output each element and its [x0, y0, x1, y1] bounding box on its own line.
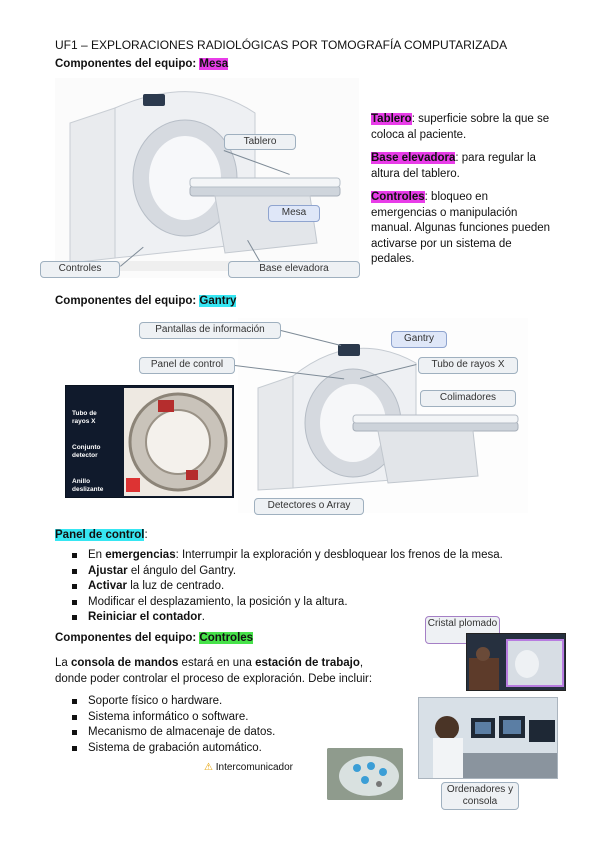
list-item: Sistema de grabación automático. [55, 741, 375, 757]
mesa-descriptions: Tablero: superficie sobre la que se colo… [371, 112, 551, 268]
label-anillo-deslizante: Anillo deslizante [72, 478, 104, 493]
list-item: Activar la luz de centrado. [55, 579, 575, 595]
consola-line-2: donde poder controlar el proceso de expl… [55, 672, 373, 685]
workstation-photo [418, 697, 558, 779]
intercom-text: Intercomunicador [215, 762, 294, 773]
desc-term: Base elevadora [371, 152, 456, 164]
section-heading-controles: Componentes del equipo: Controles [55, 632, 254, 644]
section-heading-gantry: Componentes del equipo: Gantry [55, 295, 237, 307]
section-heading-mesa: Componentes del equipo: Mesa [55, 58, 229, 70]
callout-tubo-rayos-x: Tubo de rayos X [418, 357, 518, 374]
control-room-photo [466, 633, 566, 691]
panel-list: En emergencias: Interrumpir la exploraci… [55, 548, 575, 626]
panel-heading-suffix: : [144, 529, 148, 541]
callout-ordenadores-consola: Ordenadores y consola [441, 782, 519, 810]
page-title: UF1 – EXPLORACIONES RADIOLÓGICAS POR TOM… [55, 38, 508, 52]
panel-heading: Panel de control: [55, 529, 148, 541]
list-item: Sistema informático o software. [55, 710, 375, 726]
desc-term: Tablero [371, 113, 412, 125]
section-tag-gantry: Gantry [199, 295, 237, 307]
desc-text: : bloqueo en emergencias o manipulación … [371, 191, 551, 265]
warning-icon: ⚠ [204, 762, 213, 773]
list-item: Reiniciar el contador. [55, 610, 575, 626]
ct-table-image [55, 78, 359, 278]
section-heading-prefix: Componentes del equipo: [55, 295, 200, 307]
desc-controles: Controles: bloqueo en emergencias o mani… [371, 190, 551, 268]
list-item: Modificar el desplazamiento, la posición… [55, 595, 575, 611]
desc-term: Controles [371, 191, 425, 203]
consola-line-1: La consola de mandos estará en una estac… [55, 657, 364, 669]
list-item: Mecanismo de almacenaje de datos. [55, 725, 375, 741]
desc-text: : para regular la altura del tablero. [371, 152, 536, 180]
callout-base-elevadora: Base elevadora [228, 261, 360, 278]
consola-paragraph: La consola de mandos estará en una estac… [55, 656, 400, 687]
ct-gantry-image [238, 318, 528, 513]
section-heading-prefix: Componentes del equipo: [55, 58, 200, 70]
list-item: En emergencias: Interrumpir la exploraci… [55, 548, 575, 564]
callout-gantry: Gantry [391, 331, 447, 348]
callout-colimadores: Colimadores [420, 390, 516, 407]
panel-heading-tag: Panel de control [55, 529, 145, 541]
callout-panel-control: Panel de control [139, 357, 235, 374]
callout-mesa: Mesa [268, 205, 320, 222]
section-tag-controles: Controles [199, 632, 254, 644]
intercom-label: ⚠ Intercomunicador [204, 762, 293, 773]
section-tag-mesa: Mesa [199, 58, 229, 70]
callout-tablero: Tablero [224, 134, 296, 150]
callout-controles: Controles [40, 261, 120, 278]
callout-detectores: Detectores o Array [254, 498, 364, 515]
gantry-interior-photo: Tubo de rayos X Conjunto detector Anillo… [65, 385, 234, 498]
desc-tablero: Tablero: superficie sobre la que se colo… [371, 112, 551, 143]
section-heading-prefix: Componentes del equipo: [55, 632, 200, 644]
consola-list: Soporte físico o hardware. Sistema infor… [55, 694, 375, 756]
desc-text: : superficie sobre la que se coloca al p… [371, 113, 550, 141]
list-item: Soporte físico o hardware. [55, 694, 375, 710]
desc-base-elevadora: Base elevadora: para regular la altura d… [371, 151, 551, 182]
callout-pantallas-informacion: Pantallas de información [139, 322, 281, 339]
list-item: Ajustar el ángulo del Gantry. [55, 564, 575, 580]
intercom-photo [327, 748, 403, 800]
label-tubo-rayos-x: Tubo de rayos X [72, 410, 97, 425]
label-conjunto-detector: Conjunto detector [72, 444, 101, 459]
